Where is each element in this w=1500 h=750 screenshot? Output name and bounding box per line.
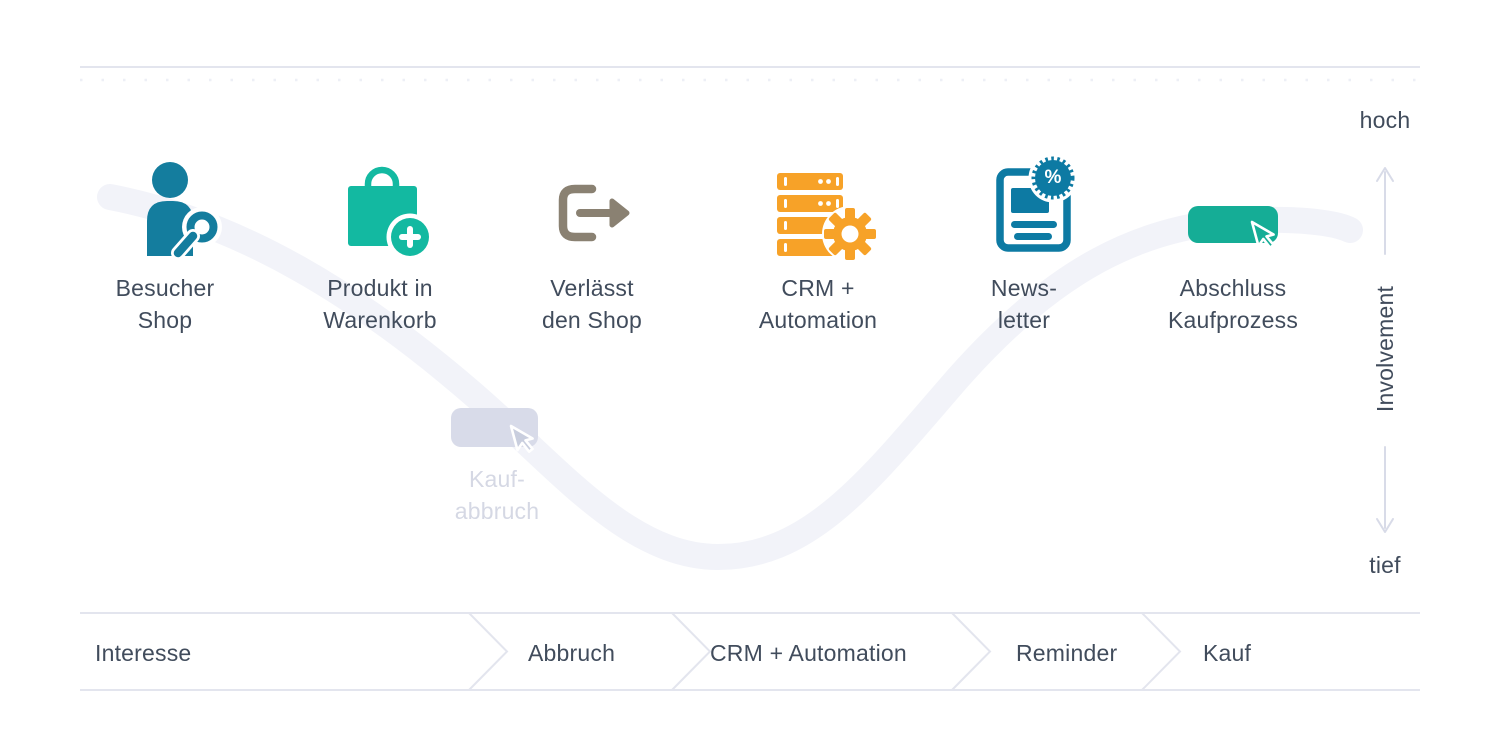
cursor-icon-gray	[509, 424, 534, 453]
arrow-up-head-icon	[1376, 167, 1394, 182]
add-to-cart-icon	[348, 166, 434, 261]
axis-label-hoch: hoch	[1359, 107, 1411, 133]
crm-server-gear-icon	[777, 173, 878, 262]
cursor-icon	[1250, 220, 1275, 249]
chevron-divider-2	[671, 612, 712, 691]
process-bar	[80, 612, 1420, 691]
involvement-axis-arrows	[1376, 167, 1394, 533]
discount-badge-percent: %	[1044, 167, 1062, 188]
visitor-search-icon	[147, 162, 222, 260]
chevron-divider-1	[468, 612, 509, 691]
axis-label-tief: tief	[1369, 552, 1401, 578]
process-step-kauf: Kauf	[1203, 640, 1252, 666]
station-label-abschluss-kaufprozess: Abschluss Kaufprozess	[1167, 275, 1299, 333]
process-step-abbruch: Abbruch	[528, 640, 616, 666]
process-step-reminder: Reminder	[1016, 640, 1118, 666]
station-label-produkt-warenkorb: Produkt in Warenkorb	[323, 275, 437, 333]
process-step-interesse: Interesse	[95, 640, 192, 666]
dropoff-label-kaufabbruch: Kauf- abbruch	[454, 466, 540, 524]
discount-badge-icon	[1028, 153, 1078, 203]
station-label-newsletter: News- letter	[990, 275, 1058, 333]
abandoned-click-icon	[451, 408, 538, 453]
involvement-curve	[97, 184, 1363, 571]
arrow-down-head-icon	[1376, 518, 1394, 533]
station-label-verlaesst-shop: Verlässt den Shop	[541, 275, 643, 333]
chevron-divider-3	[951, 612, 992, 691]
chevron-divider-4	[1141, 612, 1182, 691]
station-label-crm-automation: CRM + Automation	[758, 275, 878, 333]
process-step-crm-automation: CRM + Automation	[710, 640, 907, 666]
station-label-besucher-shop: Besucher Shop	[115, 275, 215, 333]
gear-icon	[824, 208, 876, 260]
newsletter-discount-icon	[996, 153, 1078, 252]
checkout-click-icon	[1188, 206, 1278, 249]
axis-label-involvement: Involvement	[1372, 285, 1398, 413]
exit-shop-icon	[558, 184, 630, 242]
